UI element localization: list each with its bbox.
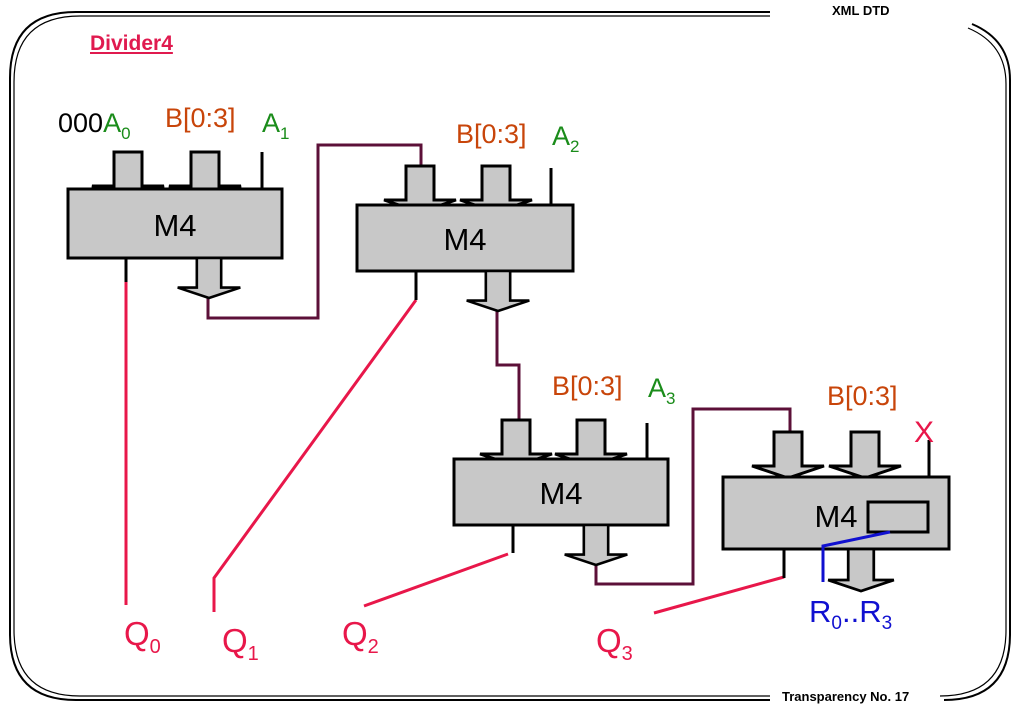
m4-box (355, 203, 575, 273)
m4-block-4: M4 (721, 430, 951, 593)
wire-q1 (212, 299, 418, 612)
header-title: XML DTD (828, 3, 894, 18)
m4-box (452, 457, 670, 527)
output-q2: Q2 (342, 615, 379, 658)
output-q3: Q3 (596, 622, 633, 665)
wire-block2-to-block3 (495, 311, 521, 420)
remainder-register (866, 500, 930, 534)
block3-input-b: B[0:3] (552, 371, 623, 401)
m4-block-3: M4 (452, 418, 670, 567)
m4-block-1: M4 (66, 150, 284, 300)
block1-input-c: A1 (262, 108, 289, 143)
block2-input-b: B[0:3] (456, 119, 527, 149)
wire-q2 (363, 552, 509, 608)
block3-input-c: A3 (648, 373, 675, 408)
carry-wires (206, 143, 792, 586)
m4-block-2: M4 (355, 164, 575, 313)
m4-label: M4 (153, 208, 196, 243)
wire-block3-to-block4 (594, 407, 792, 586)
m4-label: M4 (539, 476, 582, 511)
output-q1: Q1 (222, 622, 259, 665)
block2-input-c: A2 (552, 121, 579, 156)
input-labels: 000A0 B[0:3] A1 B[0:3] A2 B[0:3] A3 B[0:… (58, 103, 934, 449)
quotient-wires (124, 282, 785, 615)
m4-label: M4 (814, 499, 857, 534)
output-q0: Q0 (124, 615, 161, 658)
block4-input-c: X (914, 416, 934, 449)
block1-input-b: B[0:3] (165, 103, 236, 133)
wire-q3 (653, 575, 785, 615)
output-remainder: R0..R3 (809, 594, 892, 634)
m4-box (66, 187, 284, 260)
slide-title: Divider4 (90, 32, 173, 55)
slide-frame (9, 11, 1011, 701)
remainder-wire (821, 530, 891, 582)
m4-label: M4 (443, 222, 486, 257)
footer-slide-number: Transparency No. 17 (778, 689, 914, 704)
block4-input-b: B[0:3] (827, 381, 898, 411)
block1-input-a: 000A0 (58, 108, 131, 143)
wire-block1-to-block2 (206, 143, 423, 320)
output-labels: Q0 Q1 Q2 Q3 R0..R3 (124, 594, 892, 665)
